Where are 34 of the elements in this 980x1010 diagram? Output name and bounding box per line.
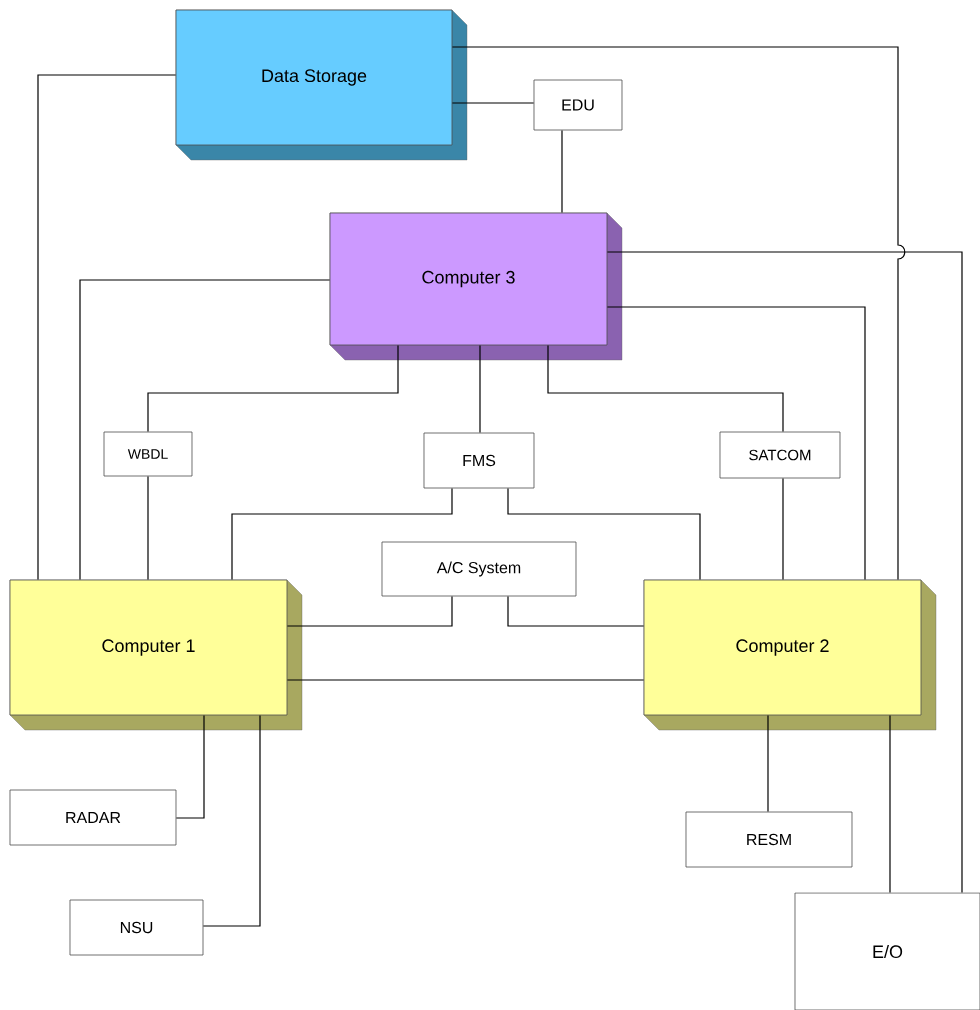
connector-line xyxy=(889,714,891,894)
connector-line xyxy=(606,306,866,581)
connector-line xyxy=(286,595,453,627)
connector-line xyxy=(202,714,261,927)
module-box: NSU xyxy=(69,899,204,956)
connector-line xyxy=(782,477,784,581)
connector-line xyxy=(507,595,645,627)
module-box: RESM xyxy=(685,811,853,868)
connector-line xyxy=(451,102,535,104)
connector-line xyxy=(286,679,645,681)
connector-line xyxy=(451,46,906,581)
connector-line xyxy=(147,475,149,581)
connector-line xyxy=(37,74,177,581)
connector-line xyxy=(479,344,481,434)
connector-line xyxy=(606,251,963,894)
module-box: WBDL xyxy=(103,431,193,477)
module-box: RADAR xyxy=(9,789,177,846)
computer-block: Computer 2 xyxy=(643,579,937,731)
module-box: A/C System xyxy=(381,541,577,597)
connector-line xyxy=(79,279,331,581)
computer-block: Computer 3 xyxy=(329,212,623,361)
module-box: E/O xyxy=(794,892,980,1010)
connector-line xyxy=(147,344,399,433)
connector-line xyxy=(561,129,563,214)
connector-line xyxy=(547,344,784,433)
connector-line xyxy=(231,487,453,581)
module-box: SATCOM xyxy=(719,431,841,479)
module-box: EDU xyxy=(533,79,623,131)
computer-block: Computer 1 xyxy=(9,579,303,731)
connector-line xyxy=(767,714,769,813)
connector-line xyxy=(175,714,205,819)
connector-line xyxy=(507,487,701,581)
storage-block: Data Storage xyxy=(175,9,468,161)
module-box: FMS xyxy=(423,432,535,489)
